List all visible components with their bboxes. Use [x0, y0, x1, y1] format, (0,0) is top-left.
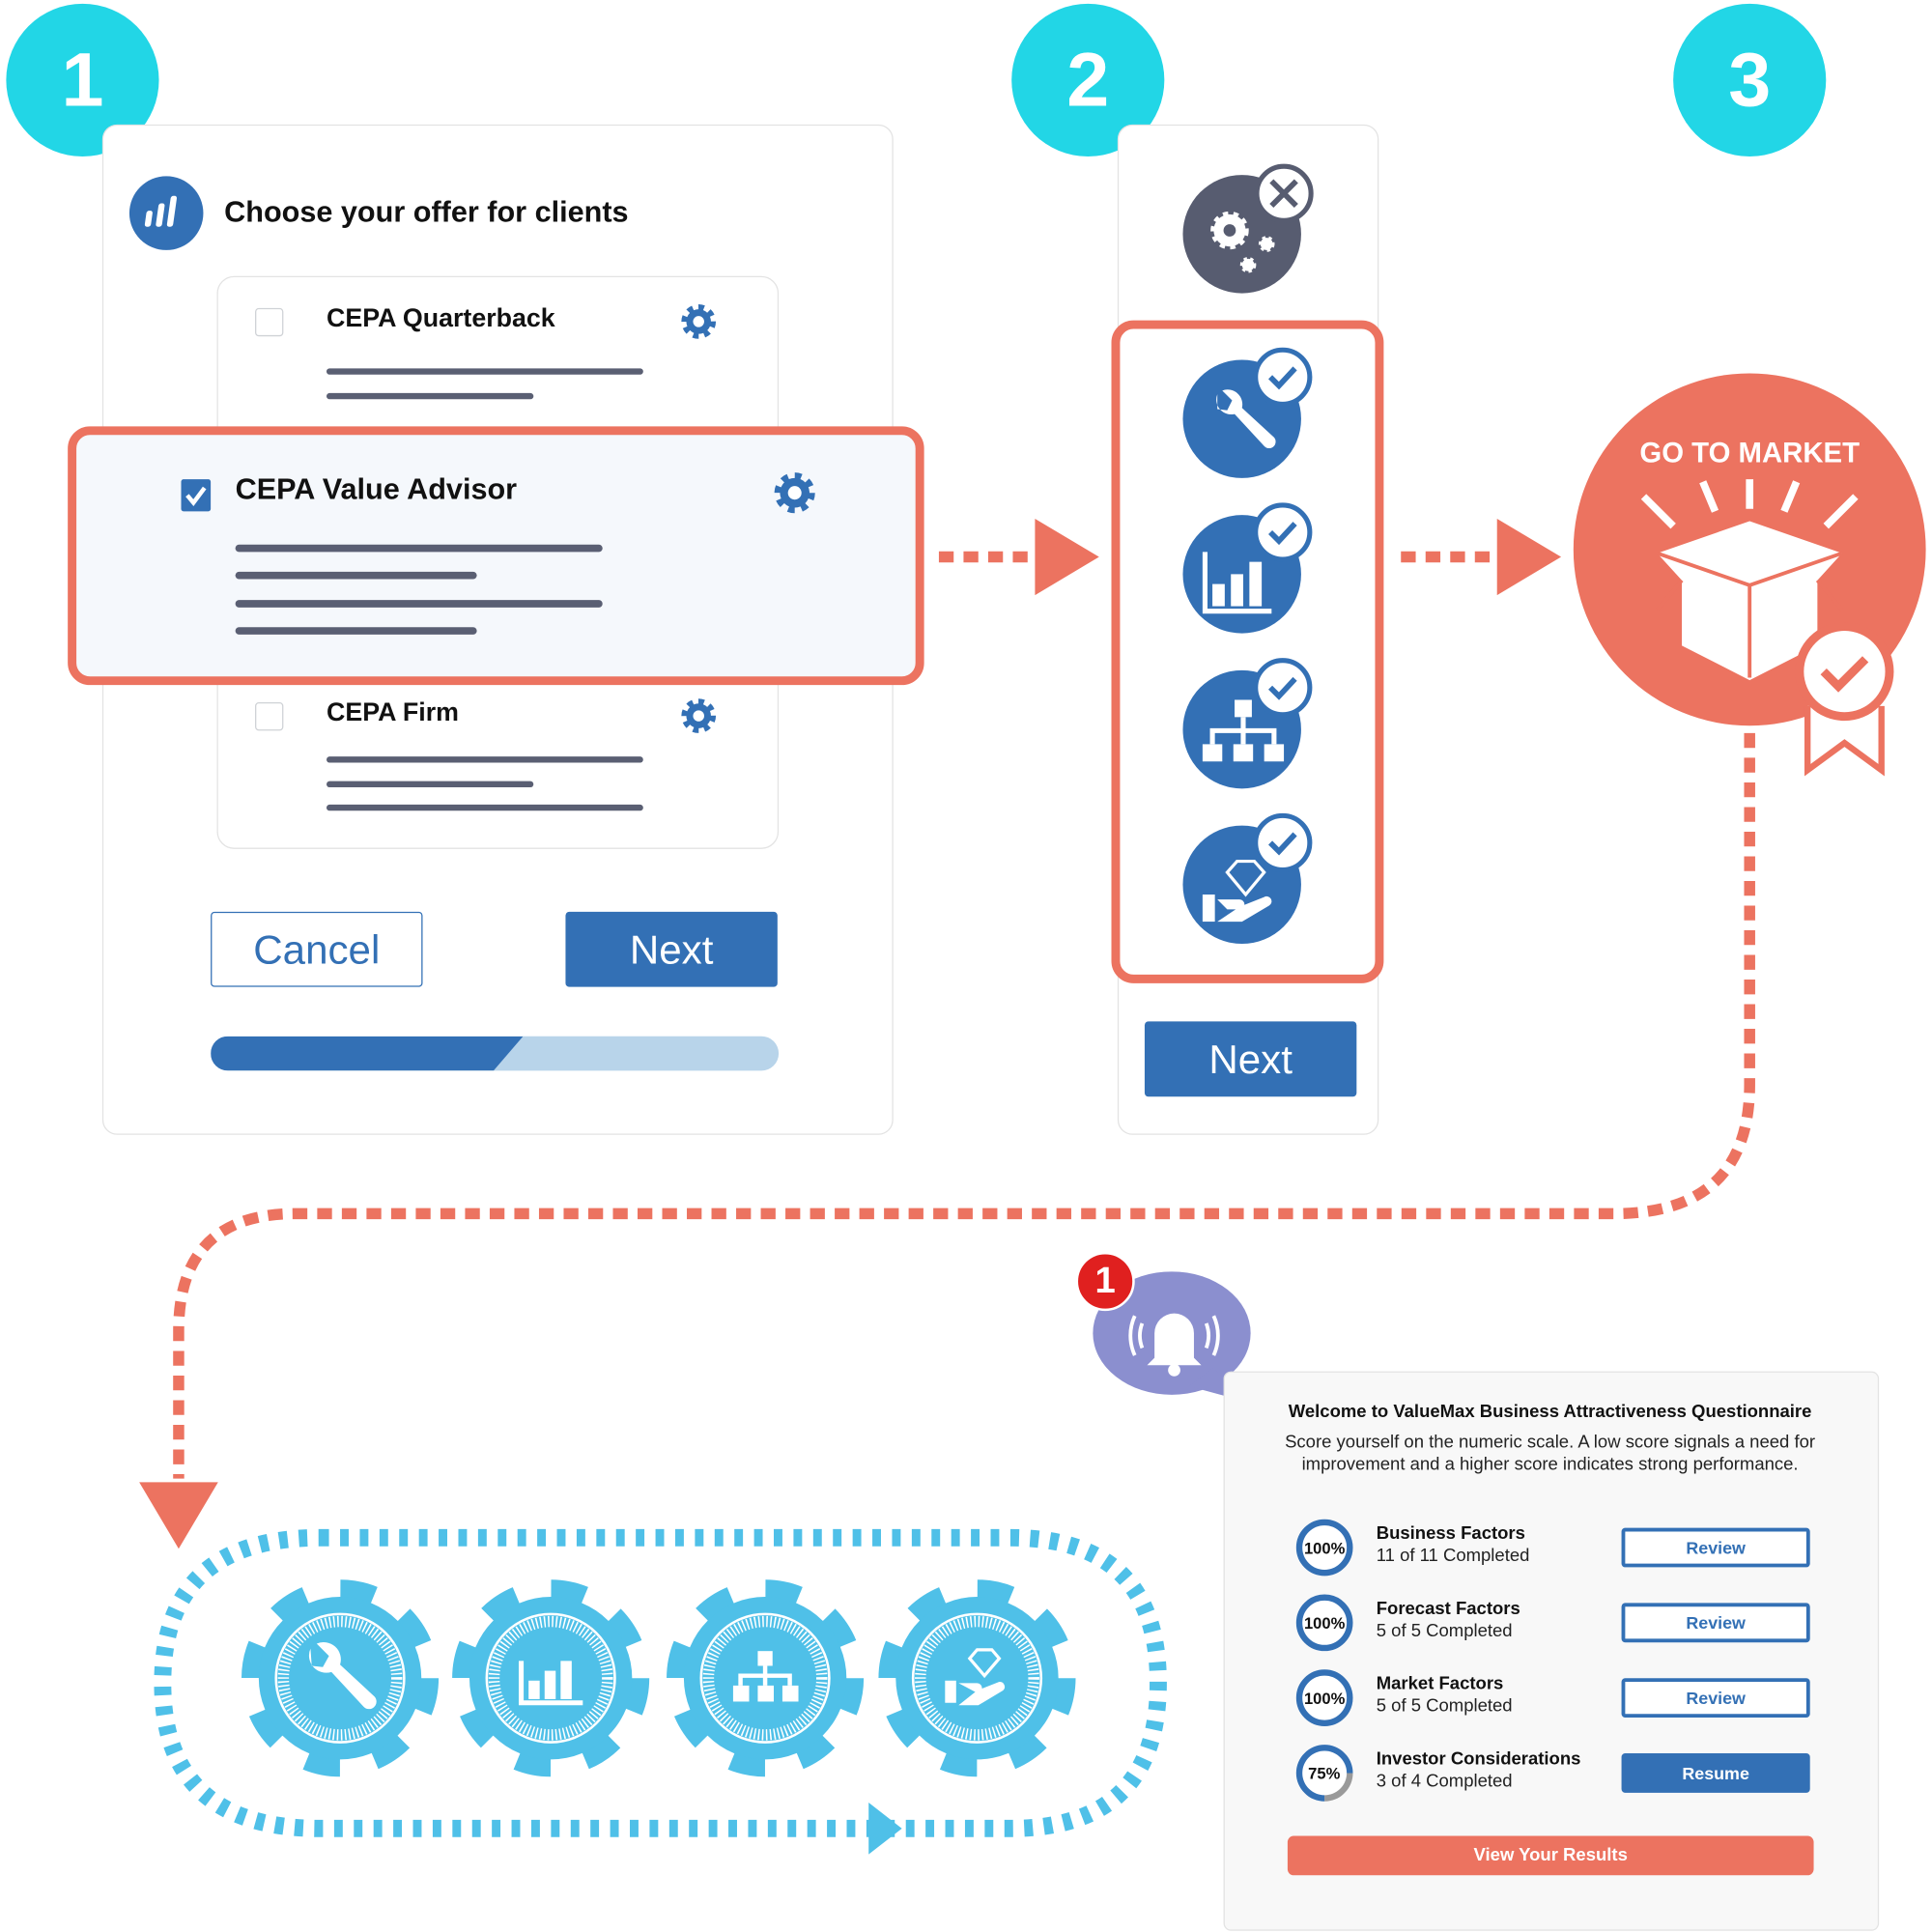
step-badge-1: 1 — [6, 3, 159, 156]
completion-ring: 100% — [1295, 1669, 1353, 1726]
description-line — [235, 627, 477, 635]
section-progress: 5 of 5 Completed — [1376, 1621, 1513, 1641]
description-line — [327, 392, 534, 400]
assessment-gear-value-hand-icon — [878, 1579, 1076, 1777]
option-checkbox-firm[interactable] — [255, 702, 284, 731]
modules-next-button[interactable]: Next — [1144, 1021, 1357, 1097]
questionnaire-title: Welcome to ValueMax Business Attractiven… — [1288, 1402, 1812, 1422]
notification-count-badge: 1 — [1075, 1251, 1135, 1312]
description-line — [235, 571, 477, 580]
section-progress: 3 of 4 Completed — [1376, 1772, 1513, 1792]
section-progress: 11 of 11 Completed — [1376, 1546, 1530, 1567]
option-checkbox-quarterback[interactable] — [255, 307, 284, 337]
description-line — [327, 781, 534, 788]
progress-bar — [211, 1036, 780, 1071]
completion-percent: 100% — [1303, 1613, 1346, 1633]
completion-percent: 75% — [1308, 1763, 1341, 1783]
section-review-button[interactable]: Review — [1621, 1603, 1810, 1643]
description-line — [327, 804, 643, 811]
section-name: Forecast Factors — [1376, 1599, 1520, 1620]
chart-module-icon[interactable] — [1171, 502, 1319, 638]
chart-logo-icon — [128, 176, 204, 250]
value-hand-module-icon[interactable] — [1171, 812, 1319, 949]
option-card-value-advisor-selected[interactable] — [68, 426, 924, 686]
section-resume-button[interactable]: Resume — [1621, 1753, 1810, 1793]
step-badge-3: 3 — [1673, 3, 1827, 156]
go-to-market-label: GO TO MARKET — [1639, 436, 1861, 469]
assessment-gear-tools-icon — [241, 1579, 440, 1777]
option-label-quarterback: CEPA Quarterback — [327, 304, 555, 333]
progress-bar-fill — [211, 1037, 523, 1071]
section-name: Investor Considerations — [1376, 1749, 1581, 1770]
questionnaire-description: Score yourself on the numeric scale. A l… — [1285, 1433, 1816, 1475]
description-line — [327, 368, 643, 375]
description-line — [235, 600, 603, 608]
section-review-button[interactable]: Review — [1621, 1527, 1810, 1568]
section-name: Market Factors — [1376, 1674, 1504, 1694]
gear-icon[interactable] — [773, 470, 817, 515]
completion-ring: 100% — [1295, 1594, 1353, 1652]
description-line — [235, 544, 603, 553]
org-chart-module-icon[interactable] — [1171, 658, 1319, 793]
option-label-value-advisor: CEPA Value Advisor — [235, 472, 518, 507]
section-review-button[interactable]: Review — [1621, 1678, 1810, 1719]
next-button[interactable]: Next — [565, 911, 778, 987]
go-to-market-icon — [1573, 373, 1926, 777]
view-results-button[interactable]: View Your Results — [1287, 1835, 1814, 1876]
gear-icon[interactable] — [680, 697, 717, 734]
settings-remove-icon — [1182, 163, 1314, 294]
selected-modules-highlight — [1111, 320, 1384, 983]
page-title: Choose your offer for clients — [224, 195, 629, 230]
assessment-gear-org-chart-icon — [667, 1579, 865, 1777]
gear-icon[interactable] — [680, 303, 717, 340]
section-name: Business Factors — [1376, 1523, 1525, 1545]
step-badge-2: 2 — [1011, 3, 1165, 156]
completion-percent: 100% — [1303, 1538, 1346, 1557]
section-progress: 5 of 5 Completed — [1376, 1696, 1513, 1717]
assessment-gear-chart-icon — [452, 1579, 650, 1777]
completion-ring: 100% — [1295, 1519, 1353, 1577]
cancel-button[interactable]: Cancel — [211, 911, 423, 987]
description-line — [327, 756, 643, 763]
completion-percent: 100% — [1303, 1689, 1346, 1708]
checkbox-checked-icon[interactable] — [181, 479, 212, 512]
tools-module-icon[interactable] — [1171, 347, 1319, 483]
option-label-firm: CEPA Firm — [327, 698, 459, 727]
